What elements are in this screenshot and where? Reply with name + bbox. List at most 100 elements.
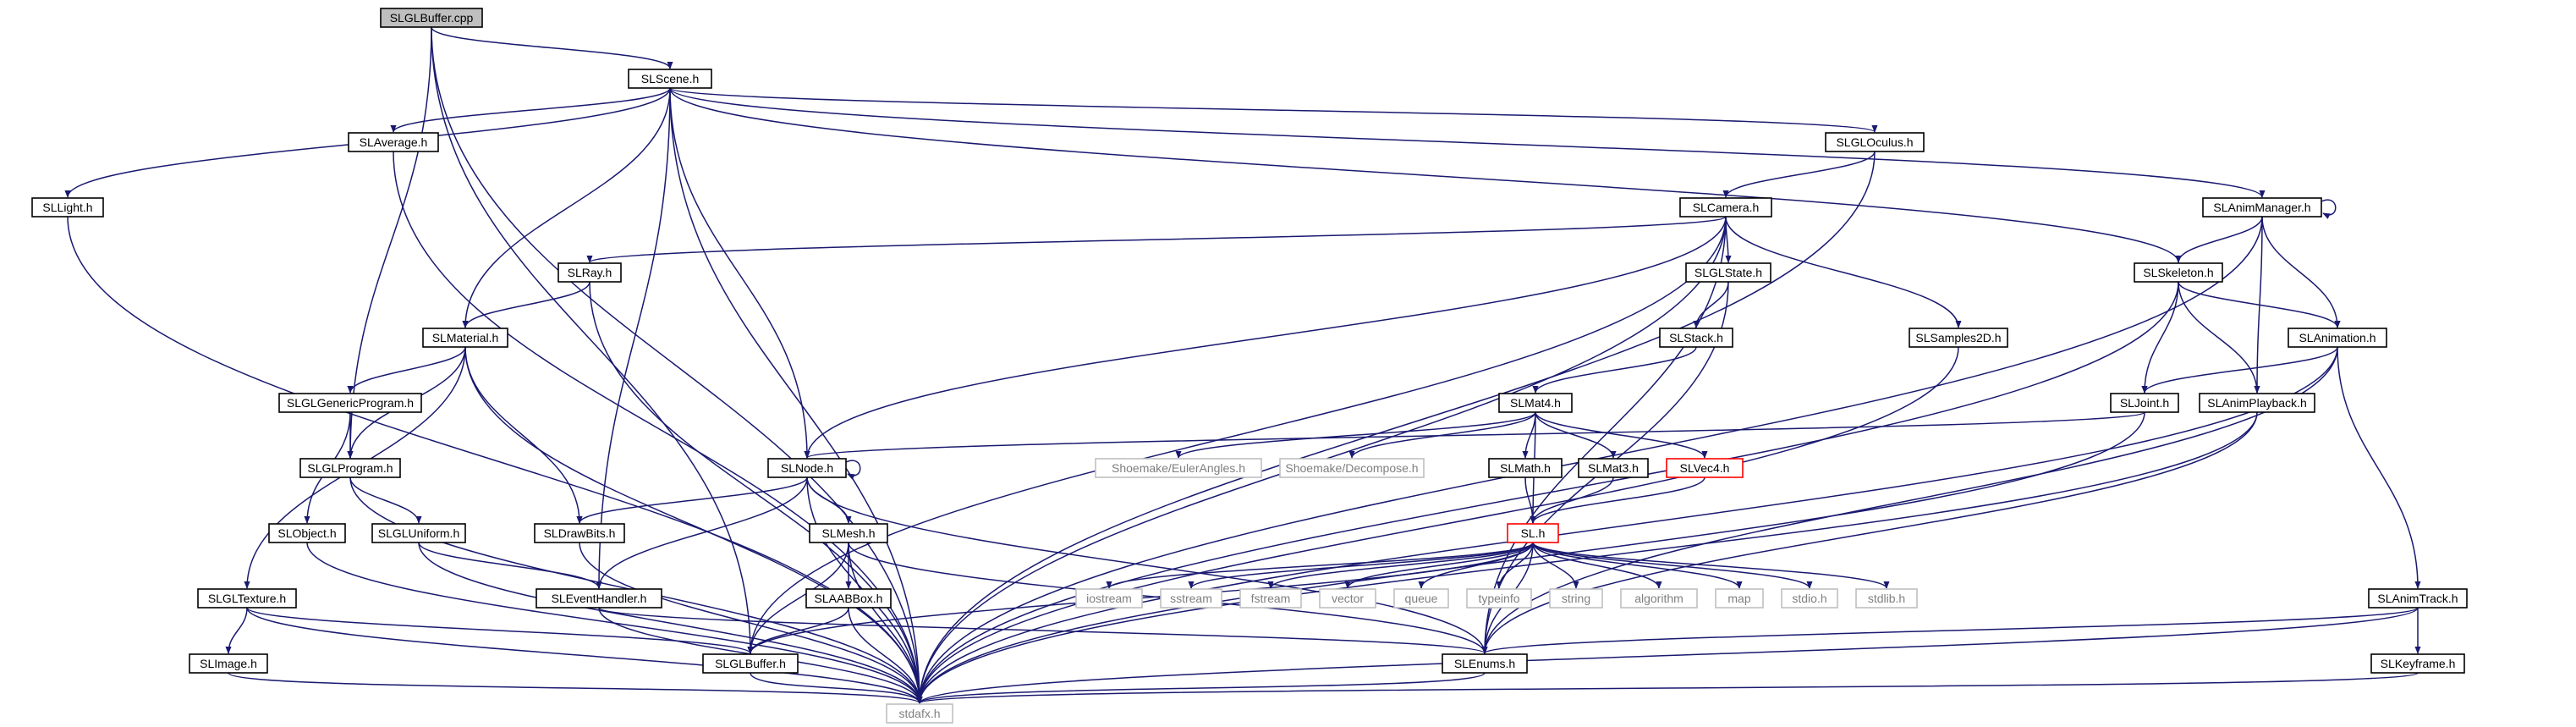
edge-SLMat4-to-SLVec4 [1535,411,1708,459]
node-EulerAngles[interactable]: Shoemake/EulerAngles.h [1095,458,1262,478]
node-box-algorithm [1620,588,1698,609]
node-SLStack[interactable]: SLStack.h [1659,328,1733,348]
edge-SLJoint-to-SLNode [804,411,2145,459]
node-SLGLBuffer_h[interactable]: SLGLBuffer.h [702,653,799,674]
edge-SLGLOculus-to-SLCamera [1722,151,1876,198]
node-label-SLGLState: SLGLState.h [1694,266,1762,279]
node-label-iostream: iostream [1086,592,1132,605]
node-SLDrawBits[interactable]: SLDrawBits.h [534,523,625,543]
node-stdio[interactable]: stdio.h [1781,588,1838,609]
node-label-SLMaterial: SLMaterial.h [432,331,499,344]
edge-SL-to-iostream [1106,542,1534,589]
node-box-Decompose [1279,458,1425,478]
node-typeinfo[interactable]: typeinfo [1466,588,1532,609]
node-SLSamples2D[interactable]: SLSamples2D.h [1909,328,2008,348]
node-label-string: string [1562,592,1590,605]
node-label-SLGLBuffer_h: SLGLBuffer.h [715,657,786,670]
node-SLAnimPlayback[interactable]: SLAnimPlayback.h [2199,393,2315,413]
node-label-SLAnimTrack: SLAnimTrack.h [2377,592,2458,605]
node-algorithm[interactable]: algorithm [1620,588,1698,609]
node-stdlib[interactable]: stdlib.h [1855,588,1918,609]
node-map[interactable]: map [1715,588,1764,609]
edge-SLMat4-to-SLMat3 [1535,411,1617,459]
node-SLMath[interactable]: SLMath.h [1488,458,1563,478]
node-box-sstream [1160,588,1222,609]
node-label-stdio: stdio.h [1792,592,1826,605]
node-string[interactable]: string [1549,588,1603,609]
node-box-SLImage [189,653,268,674]
node-box-SLGLProgram [299,458,401,478]
edge-SLJoint-to-stdafx [916,411,2145,704]
node-SLLight[interactable]: SLLight.h [31,197,104,218]
edge-SLAABBox-to-SLGLBuffer_h [747,607,849,654]
node-box-stdafx [886,703,953,724]
edge-SLAnimManager-to-SLAnimation [2261,216,2341,328]
node-label-SLMat3: SLMat3.h [1588,461,1639,475]
node-SL[interactable]: SL.h [1507,523,1559,543]
node-SLGLOculus[interactable]: SLGLOculus.h [1825,132,1925,152]
node-SLGLTexture[interactable]: SLGLTexture.h [197,588,297,609]
node-queue[interactable]: queue [1393,588,1449,609]
node-SLMat4[interactable]: SLMat4.h [1498,393,1573,413]
node-fstream[interactable]: fstream [1239,588,1302,609]
node-box-stdlib [1855,588,1918,609]
node-box-SLSamples2D [1909,328,2008,348]
node-SLAABBox[interactable]: SLAABBox.h [805,588,892,609]
node-iostream[interactable]: iostream [1075,588,1143,609]
node-label-SLImage: SLImage.h [200,657,257,670]
node-label-SLGLOculus: SLGLOculus.h [1836,135,1913,149]
edge-SLVec4-to-SL [1530,476,1705,524]
node-SLGLState[interactable]: SLGLState.h [1685,262,1771,283]
node-Decompose[interactable]: Shoemake/Decompose.h [1279,458,1425,478]
node-label-queue: queue [1405,592,1438,605]
node-SLGLUniform[interactable]: SLGLUniform.h [371,523,466,543]
node-SLAnimTrack[interactable]: SLAnimTrack.h [2368,588,2468,609]
node-SLJoint[interactable]: SLJoint.h [2110,393,2179,413]
edge-SLSamples2D-to-stdafx [916,346,1959,704]
edge-SLAnimation-to-SLAnimTrack [2337,346,2421,589]
edge-SLScene-to-stdafx [669,87,923,704]
node-SLCamera[interactable]: SLCamera.h [1679,197,1772,218]
node-box-SLAverage [348,132,439,152]
node-box-EulerAngles [1095,458,1262,478]
node-label-SLGLBuffer_cpp: SLGLBuffer.cpp [390,11,474,25]
node-SLSkeleton[interactable]: SLSkeleton.h [2134,262,2223,283]
edge-SLCamera-to-SLGLBuffer_h [747,216,1727,654]
edge-SLGLState-to-SLStack [1693,281,1729,328]
edge-SLCamera-to-SLNode [804,216,1727,459]
node-SLGLGenericProgram[interactable]: SLGLGenericProgram.h [278,393,422,413]
node-SLMaterial[interactable]: SLMaterial.h [422,328,508,348]
node-label-SLObject: SLObject.h [277,526,336,540]
node-box-iostream [1075,588,1143,609]
node-SLAnimation[interactable]: SLAnimation.h [2288,328,2387,348]
node-label-SLVec4: SLVec4.h [1680,461,1730,475]
node-box-queue [1393,588,1449,609]
node-box-SLMesh [809,523,888,543]
node-SLAverage[interactable]: SLAverage.h [348,132,439,152]
node-SLVec4[interactable]: SLVec4.h [1666,458,1744,478]
node-box-SLScene [628,69,712,89]
node-SLRay[interactable]: SLRay.h [557,262,622,283]
node-SLGLBuffer_cpp[interactable]: SLGLBuffer.cpp [380,8,483,28]
node-SLEventHandler[interactable]: SLEventHandler.h [536,588,662,609]
node-SLNode[interactable]: SLNode.h [767,458,847,478]
node-label-SLMesh: SLMesh.h [821,526,875,540]
node-SLImage[interactable]: SLImage.h [189,653,268,674]
node-SLScene[interactable]: SLScene.h [628,69,712,89]
node-SLAnimManager[interactable]: SLAnimManager.h [2202,197,2322,218]
node-SLKeyframe[interactable]: SLKeyframe.h [2370,653,2465,674]
node-box-SLNode [767,458,847,478]
node-label-SL: SL.h [1521,526,1546,540]
node-sstream[interactable]: sstream [1160,588,1222,609]
node-SLObject[interactable]: SLObject.h [268,523,346,543]
edge-SLAABBox-to-stdafx [848,607,923,704]
node-stdafx[interactable]: stdafx.h [886,703,953,724]
node-label-SLScene: SLScene.h [641,72,700,85]
node-SLGLProgram[interactable]: SLGLProgram.h [299,458,401,478]
node-SLMesh[interactable]: SLMesh.h [809,523,888,543]
node-label-SLLight: SLLight.h [42,201,92,214]
node-SLMat3[interactable]: SLMat3.h [1578,458,1649,478]
node-SLEnums[interactable]: SLEnums.h [1442,653,1528,674]
node-label-SLNode: SLNode.h [781,461,833,475]
node-vector[interactable]: vector [1319,588,1376,609]
